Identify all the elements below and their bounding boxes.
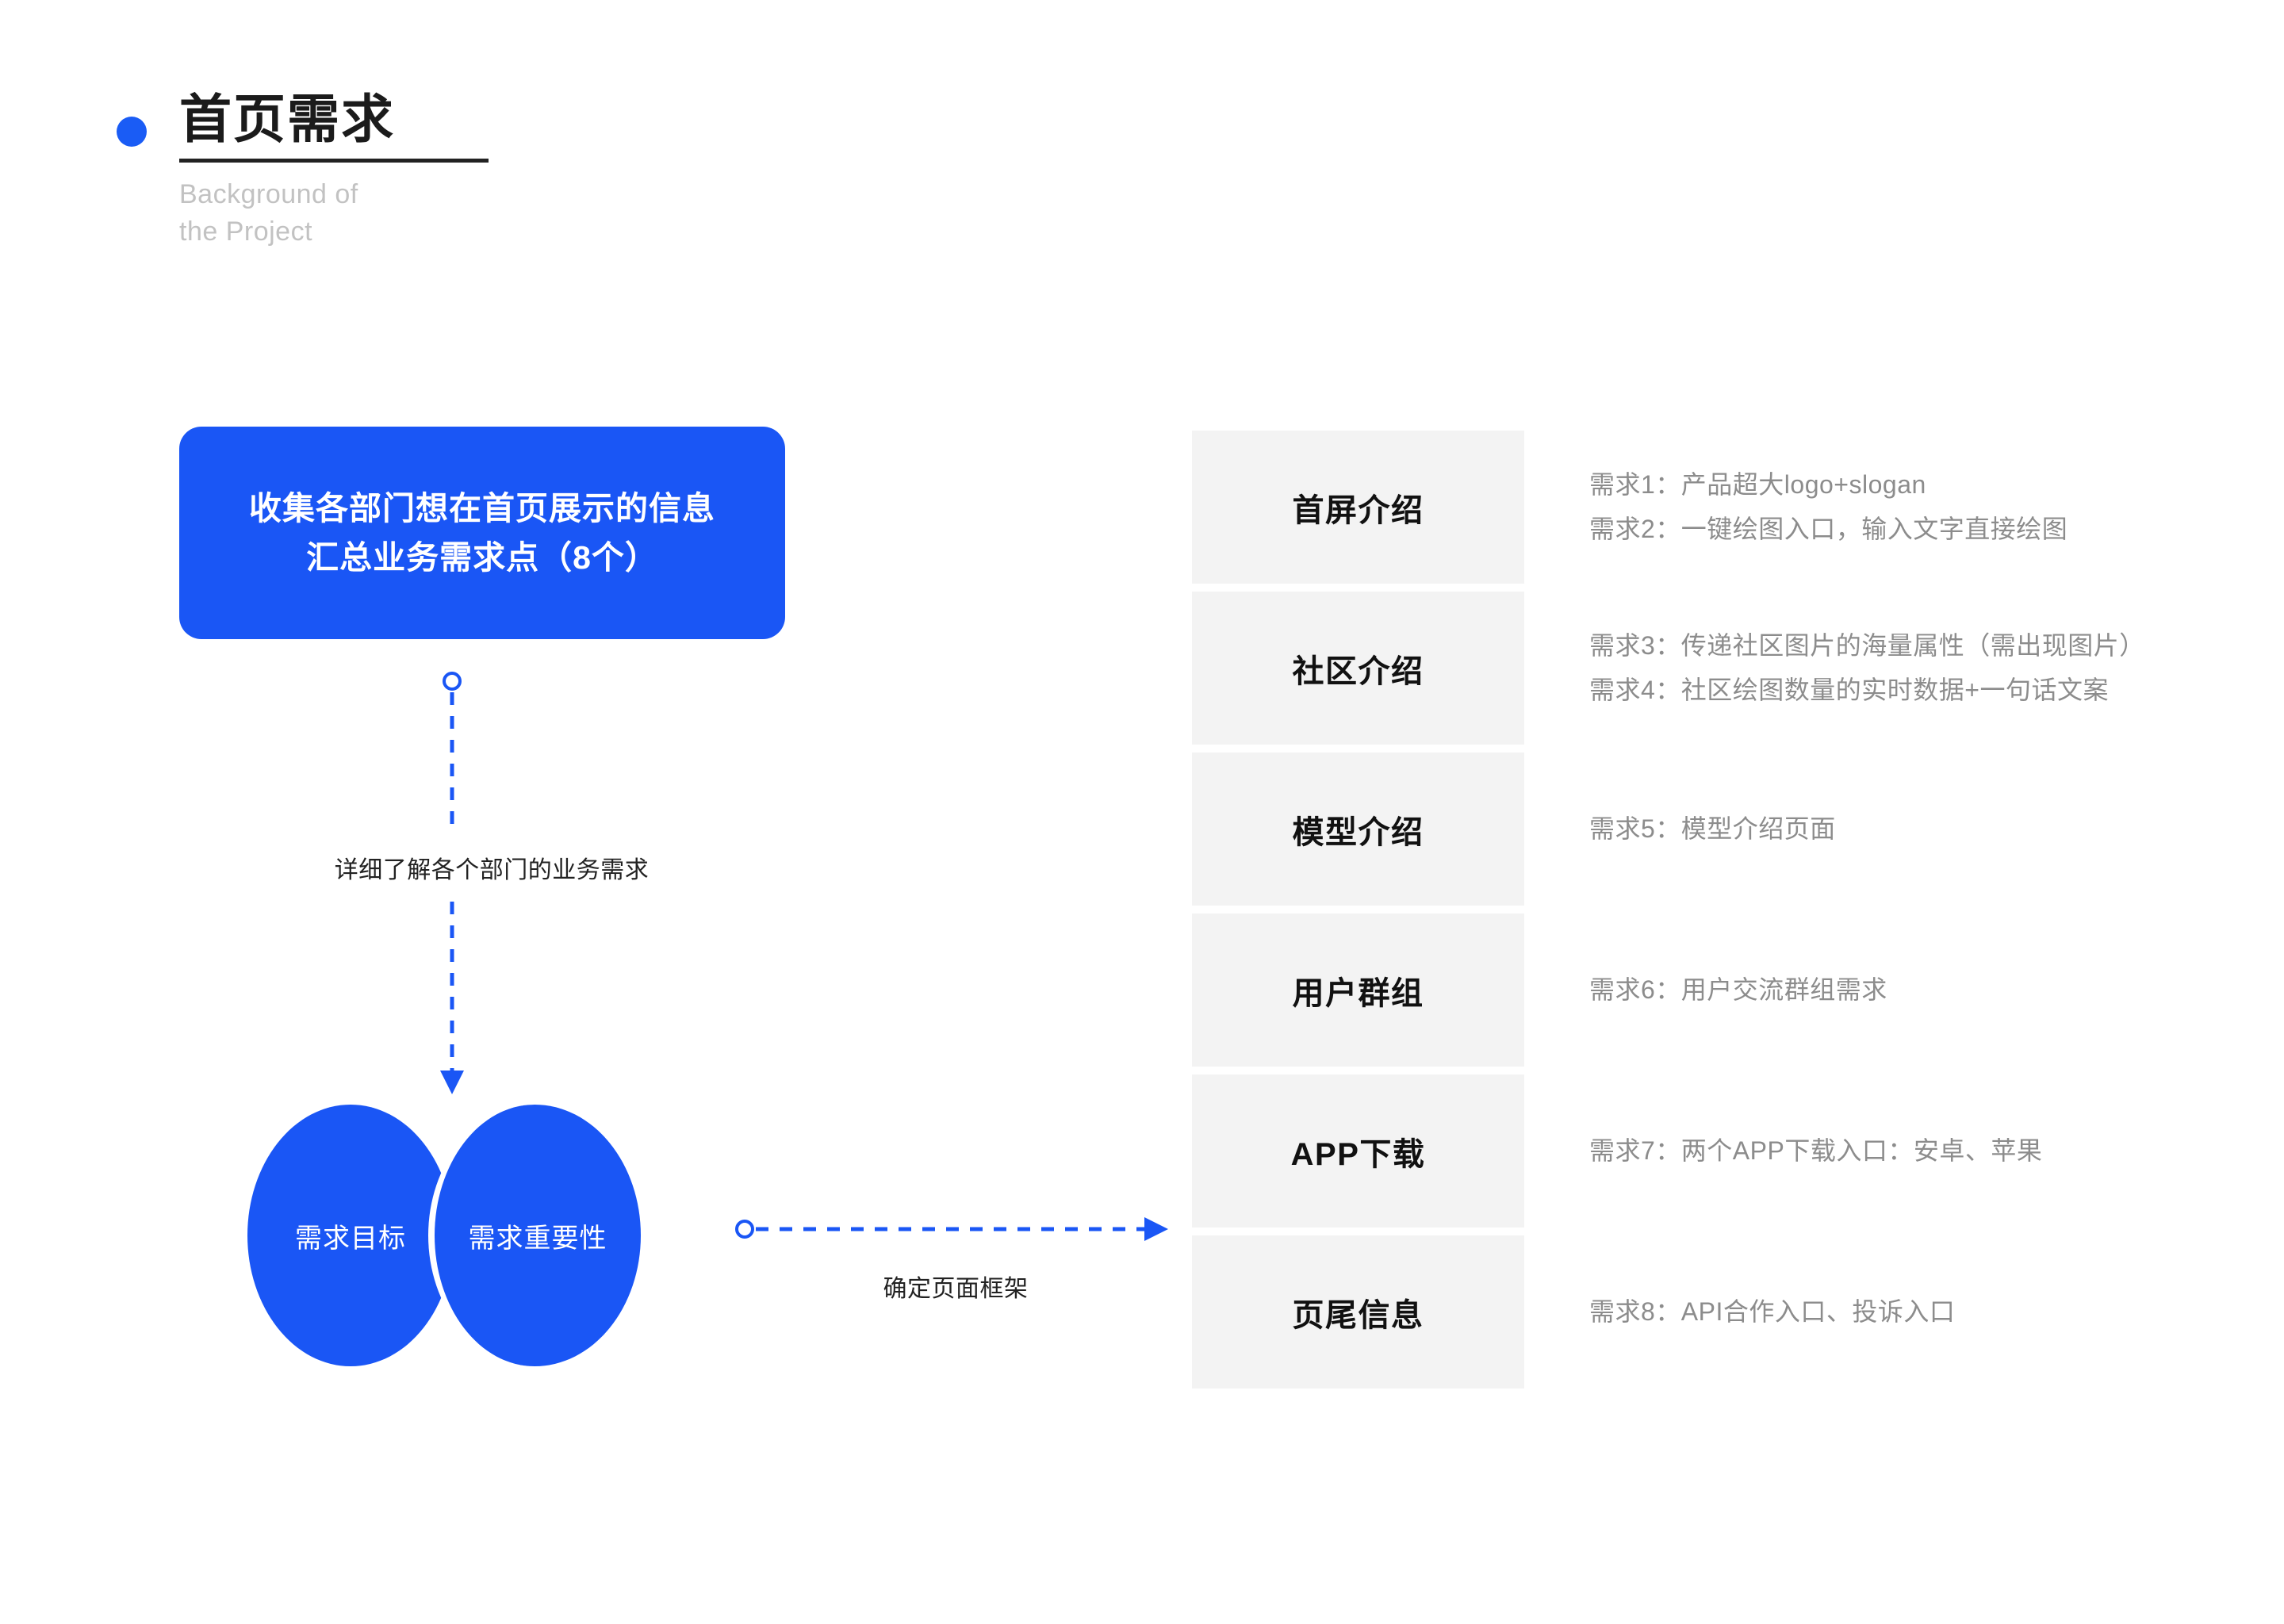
requirement-row: 页尾信息 需求8：API合作入口、投诉入口 <box>1192 1235 2239 1388</box>
intake-callout-box: 收集各部门想在首页展示的信息 汇总业务需求点（8个） <box>179 427 785 639</box>
requirement-item: 需求6：用户交流群组需求 <box>1589 975 1887 1004</box>
requirement-row: APP下载 需求7：两个APP下载入口：安卓、苹果 <box>1192 1074 2239 1228</box>
venn-circle-importance: 需求重要性 <box>428 1105 641 1366</box>
requirement-items-cell: 需求7：两个APP下载入口：安卓、苹果 <box>1524 1074 2239 1228</box>
requirement-row: 模型介绍 需求5：模型介绍页面 <box>1192 753 2239 906</box>
requirement-category-cell: APP下载 <box>1192 1074 1524 1228</box>
horizontal-connector-label: 确定页面框架 <box>883 1276 1029 1302</box>
venn-left-label: 需求目标 <box>295 1223 406 1254</box>
requirement-item: 需求2：一键绘图入口，输入文字直接绘图 <box>1589 514 2068 543</box>
title-underline <box>179 159 489 163</box>
requirement-category-cell: 模型介绍 <box>1192 753 1524 906</box>
requirement-category-cell: 页尾信息 <box>1192 1235 1524 1388</box>
requirement-item: 需求5：模型介绍页面 <box>1589 814 1836 843</box>
page-subtitle: Background of the Project <box>179 179 358 247</box>
requirement-category-label: APP下载 <box>1290 1136 1426 1172</box>
requirement-category-label: 社区介绍 <box>1292 653 1424 689</box>
requirements-panel: 首屏介绍 需求1：产品超大logo+slogan 需求2：一键绘图入口，输入文字直接… <box>1192 431 2239 1396</box>
requirement-items-cell: 需求3：传递社区图片的海量属性（需出现图片） 需求4：社区绘图数量的实时数据+一句… <box>1524 592 2239 745</box>
requirement-category-cell: 社区介绍 <box>1192 592 1524 745</box>
requirement-item: 需求4：社区绘图数量的实时数据+一句话文案 <box>1589 675 2109 704</box>
requirement-row: 社区介绍 需求3：传递社区图片的海量属性（需出现图片） 需求4：社区绘图数量的实时数… <box>1192 592 2239 745</box>
venn-right-label: 需求重要性 <box>468 1223 607 1254</box>
requirement-category-cell: 用户群组 <box>1192 914 1524 1067</box>
requirement-category-label: 页尾信息 <box>1292 1297 1424 1333</box>
intake-line-1: 收集各部门想在首页展示的信息 <box>249 489 715 527</box>
requirement-item: 需求3：传递社区图片的海量属性（需出现图片） <box>1589 631 2145 661</box>
vertical-dashed-arrow <box>440 672 464 1094</box>
slide-header: 首页需求 Background of the Project <box>0 0 2284 285</box>
process-flow-diagram: 收集各部门想在首页展示的信息 汇总业务需求点（8个） 详细了解各个部门的业务需求… <box>179 427 1168 1366</box>
vertical-connector-label: 详细了解各个部门的业务需求 <box>334 857 650 883</box>
requirement-row: 首屏介绍 需求1：产品超大logo+slogan 需求2：一键绘图入口，输入文字直接… <box>1192 431 2239 584</box>
requirement-items-cell: 需求8：API合作入口、投诉入口 <box>1524 1235 2239 1388</box>
requirement-item: 需求8：API合作入口、投诉入口 <box>1589 1297 1956 1326</box>
page-title: 首页需求 <box>179 90 395 148</box>
horizontal-dashed-arrow <box>735 1217 1168 1241</box>
requirement-items-cell: 需求5：模型介绍页面 <box>1524 753 2239 906</box>
venn-diagram: 需求目标 需求重要性 <box>247 1105 692 1366</box>
requirement-category-cell: 首屏介绍 <box>1192 431 1524 584</box>
bullet-dot-icon <box>117 117 147 147</box>
requirement-category-label: 用户群组 <box>1292 975 1424 1011</box>
venn-circle-goal: 需求目标 <box>247 1105 454 1366</box>
requirement-category-label: 首屏介绍 <box>1292 492 1424 528</box>
requirement-items-cell: 需求1：产品超大logo+slogan 需求2：一键绘图入口，输入文字直接绘图 <box>1524 431 2239 584</box>
requirement-category-label: 模型介绍 <box>1292 814 1424 850</box>
requirement-items-cell: 需求6：用户交流群组需求 <box>1524 914 2239 1067</box>
intake-line-2: 汇总业务需求点（8个） <box>306 539 658 576</box>
requirement-row: 用户群组 需求6：用户交流群组需求 <box>1192 914 2239 1067</box>
requirement-item: 需求7：两个APP下载入口：安卓、苹果 <box>1589 1136 2043 1165</box>
requirement-item: 需求1：产品超大logo+slogan <box>1589 470 1926 500</box>
